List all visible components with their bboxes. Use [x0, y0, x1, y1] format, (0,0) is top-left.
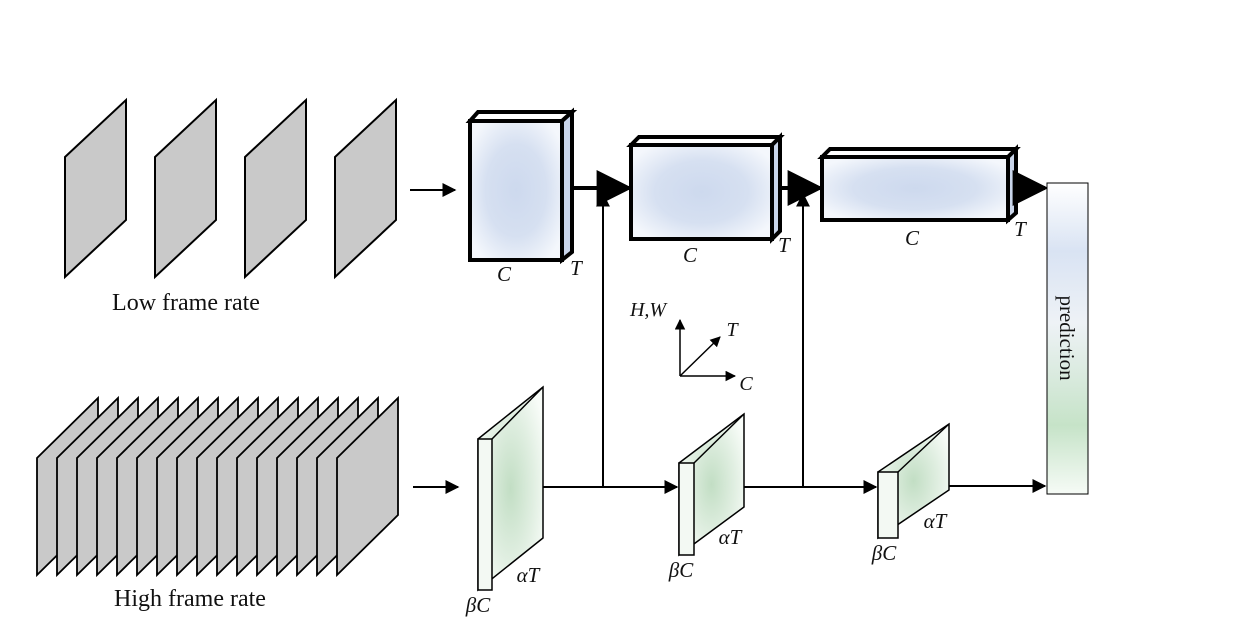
slow-block-2-c-label: C — [683, 243, 698, 267]
fast-block-2-c-label: βC — [668, 558, 694, 582]
slow-block-2-t-label: T — [778, 233, 791, 257]
slow-block-3 — [817, 144, 1021, 225]
prediction-bar — [1046, 182, 1089, 495]
fast-block-1 — [477, 385, 544, 592]
slow-block-1-t-label: T — [570, 256, 583, 280]
slow-block-3-c-label: C — [905, 226, 920, 250]
axis-c-label: C — [739, 373, 753, 395]
fast-block-3 — [877, 422, 950, 540]
fast-block-1-c-label: βC — [465, 593, 491, 617]
frame — [336, 395, 399, 578]
axis-legend — [674, 318, 737, 382]
prediction-label: prediction — [1055, 295, 1079, 381]
low-frame-rate-caption: Low frame rate — [112, 290, 260, 316]
fast-block-3-t-label: αT — [924, 509, 948, 533]
frame — [64, 97, 127, 280]
frame — [154, 97, 217, 280]
slow-block-2 — [626, 132, 785, 244]
slow-block-1 — [465, 107, 578, 265]
fast-block-3-c-label: βC — [871, 541, 897, 565]
frame — [334, 97, 397, 280]
high-frame-rate-caption: High frame rate — [114, 586, 266, 612]
high-frame-rate-frames — [36, 395, 399, 578]
fast-block-2-t-label: αT — [719, 525, 743, 549]
slow-block-1-c-label: C — [497, 262, 512, 286]
axis-hw-label: H,W — [629, 299, 668, 321]
fast-block-1-t-label: αT — [517, 563, 541, 587]
fast-block-2 — [678, 412, 745, 557]
low-frame-rate-frames — [64, 97, 397, 280]
axis-t-label: T — [726, 319, 739, 341]
frame — [244, 97, 307, 280]
slow-block-3-t-label: T — [1014, 217, 1027, 241]
